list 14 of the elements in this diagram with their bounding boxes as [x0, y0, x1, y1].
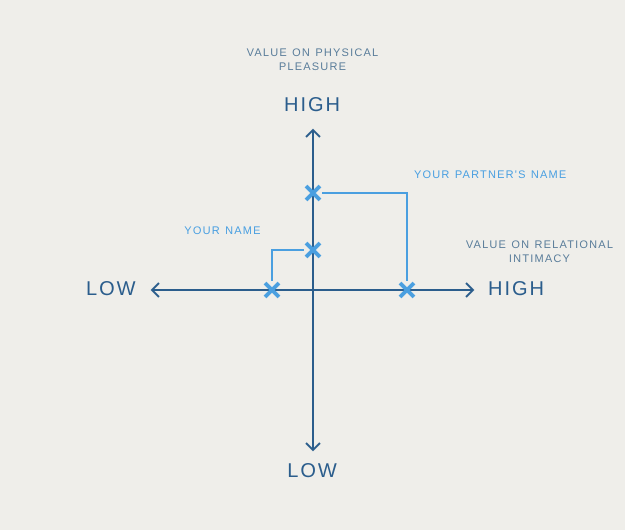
axis-end-label: LOW	[287, 460, 339, 482]
axis-end-label: LOW	[86, 278, 138, 300]
connector-line	[271, 249, 304, 281]
cross-mark	[263, 281, 281, 299]
cross-mark	[398, 281, 416, 299]
axis-title: VALUE ON PHYSICAL PLEASURE	[246, 47, 380, 73]
axis-end-label: HIGH	[284, 94, 342, 116]
cross-mark	[304, 241, 322, 259]
connector-line	[322, 192, 408, 281]
cross-mark	[304, 184, 322, 202]
point-label: YOUR NAME	[184, 225, 262, 237]
point-label: YOUR PARTNER'S NAME	[414, 169, 568, 181]
axis-title: VALUE ON RELATIONAL INTIMACY	[466, 239, 614, 265]
axis-end-label: HIGH	[488, 278, 546, 300]
